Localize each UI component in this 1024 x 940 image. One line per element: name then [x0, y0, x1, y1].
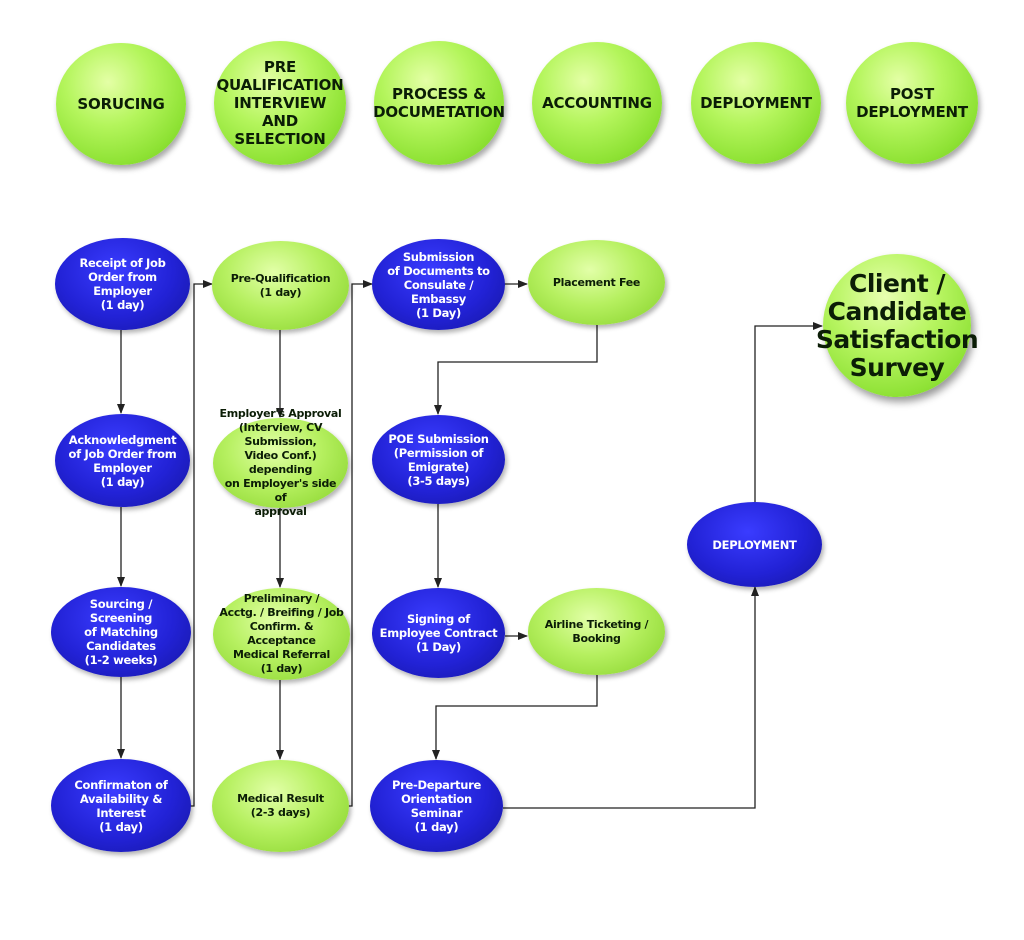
phase-pre-qualification-label: PRE QUALIFICATION INTERVIEW AND SELECTIO…	[216, 58, 344, 148]
step-sourcing-screening: Sourcing / Screening of Matching Candida…	[51, 587, 191, 677]
step-confirmation-of-availability: Confirmaton of Availability & Interest (…	[51, 759, 191, 852]
phase-post-deployment-label: POST DEPLOYMENT	[856, 85, 968, 121]
phase-process-documentation-label: PROCESS & DOCUMETATION	[373, 85, 505, 121]
step-pre-qualification: Pre-Qualification (1 day)	[212, 241, 349, 330]
step-acknowledgment-of-job-order: Acknowledgment of Job Order from Employe…	[55, 414, 190, 507]
phase-sourcing: SORUCING	[56, 43, 186, 165]
arrow-confirmation-to-prequalification	[190, 280, 213, 807]
step-poe-submission: POE Submission (Permission of Emigrate) …	[372, 415, 505, 504]
step-receipt-of-job-order: Receipt of Job Order from Employer (1 da…	[55, 238, 190, 330]
arrow-deployment-to-survey	[754, 322, 823, 502]
step-medical-result: Medical Result (2-3 days)	[212, 760, 349, 852]
step-airline-ticketing: Airline Ticketing / Booking	[528, 588, 665, 675]
phase-deployment: DEPLOYMENT	[691, 42, 821, 164]
step-signing-of-employee-contract: Signing of Employee Contract (1 Day)	[372, 588, 505, 678]
step-submission-of-documents: Submission of Documents to Consulate / E…	[372, 239, 505, 330]
step-deployment: DEPLOYMENT	[687, 502, 822, 587]
phase-deployment-label: DEPLOYMENT	[700, 94, 812, 112]
phase-accounting-label: ACCOUNTING	[542, 94, 652, 112]
step-employers-approval: Employer's Approval (Interview, CV Submi…	[213, 407, 348, 518]
step-preliminary-briefing: Preliminary / Acctg. / Breifing / Job Co…	[213, 588, 350, 680]
step-pre-departure-orientation: Pre-Departure Orientation Seminar (1 day…	[370, 760, 503, 852]
phase-accounting: ACCOUNTING	[532, 42, 662, 164]
survey-client-candidate-satisfaction: Client / Candidate Satisfaction Survey	[816, 254, 979, 397]
phase-pre-qualification: PRE QUALIFICATION INTERVIEW AND SELECTIO…	[214, 41, 346, 165]
phase-sourcing-label: SORUCING	[77, 95, 165, 113]
arrow-airline-to-predeparture	[432, 675, 598, 760]
phase-post-deployment: POST DEPLOYMENT	[846, 42, 978, 164]
arrow-medical-to-submission	[348, 280, 373, 807]
phase-process-documentation: PROCESS & DOCUMETATION	[373, 41, 505, 165]
step-placement-fee: Placement Fee	[528, 240, 665, 325]
arrow-placementfee-to-poe	[434, 325, 598, 415]
